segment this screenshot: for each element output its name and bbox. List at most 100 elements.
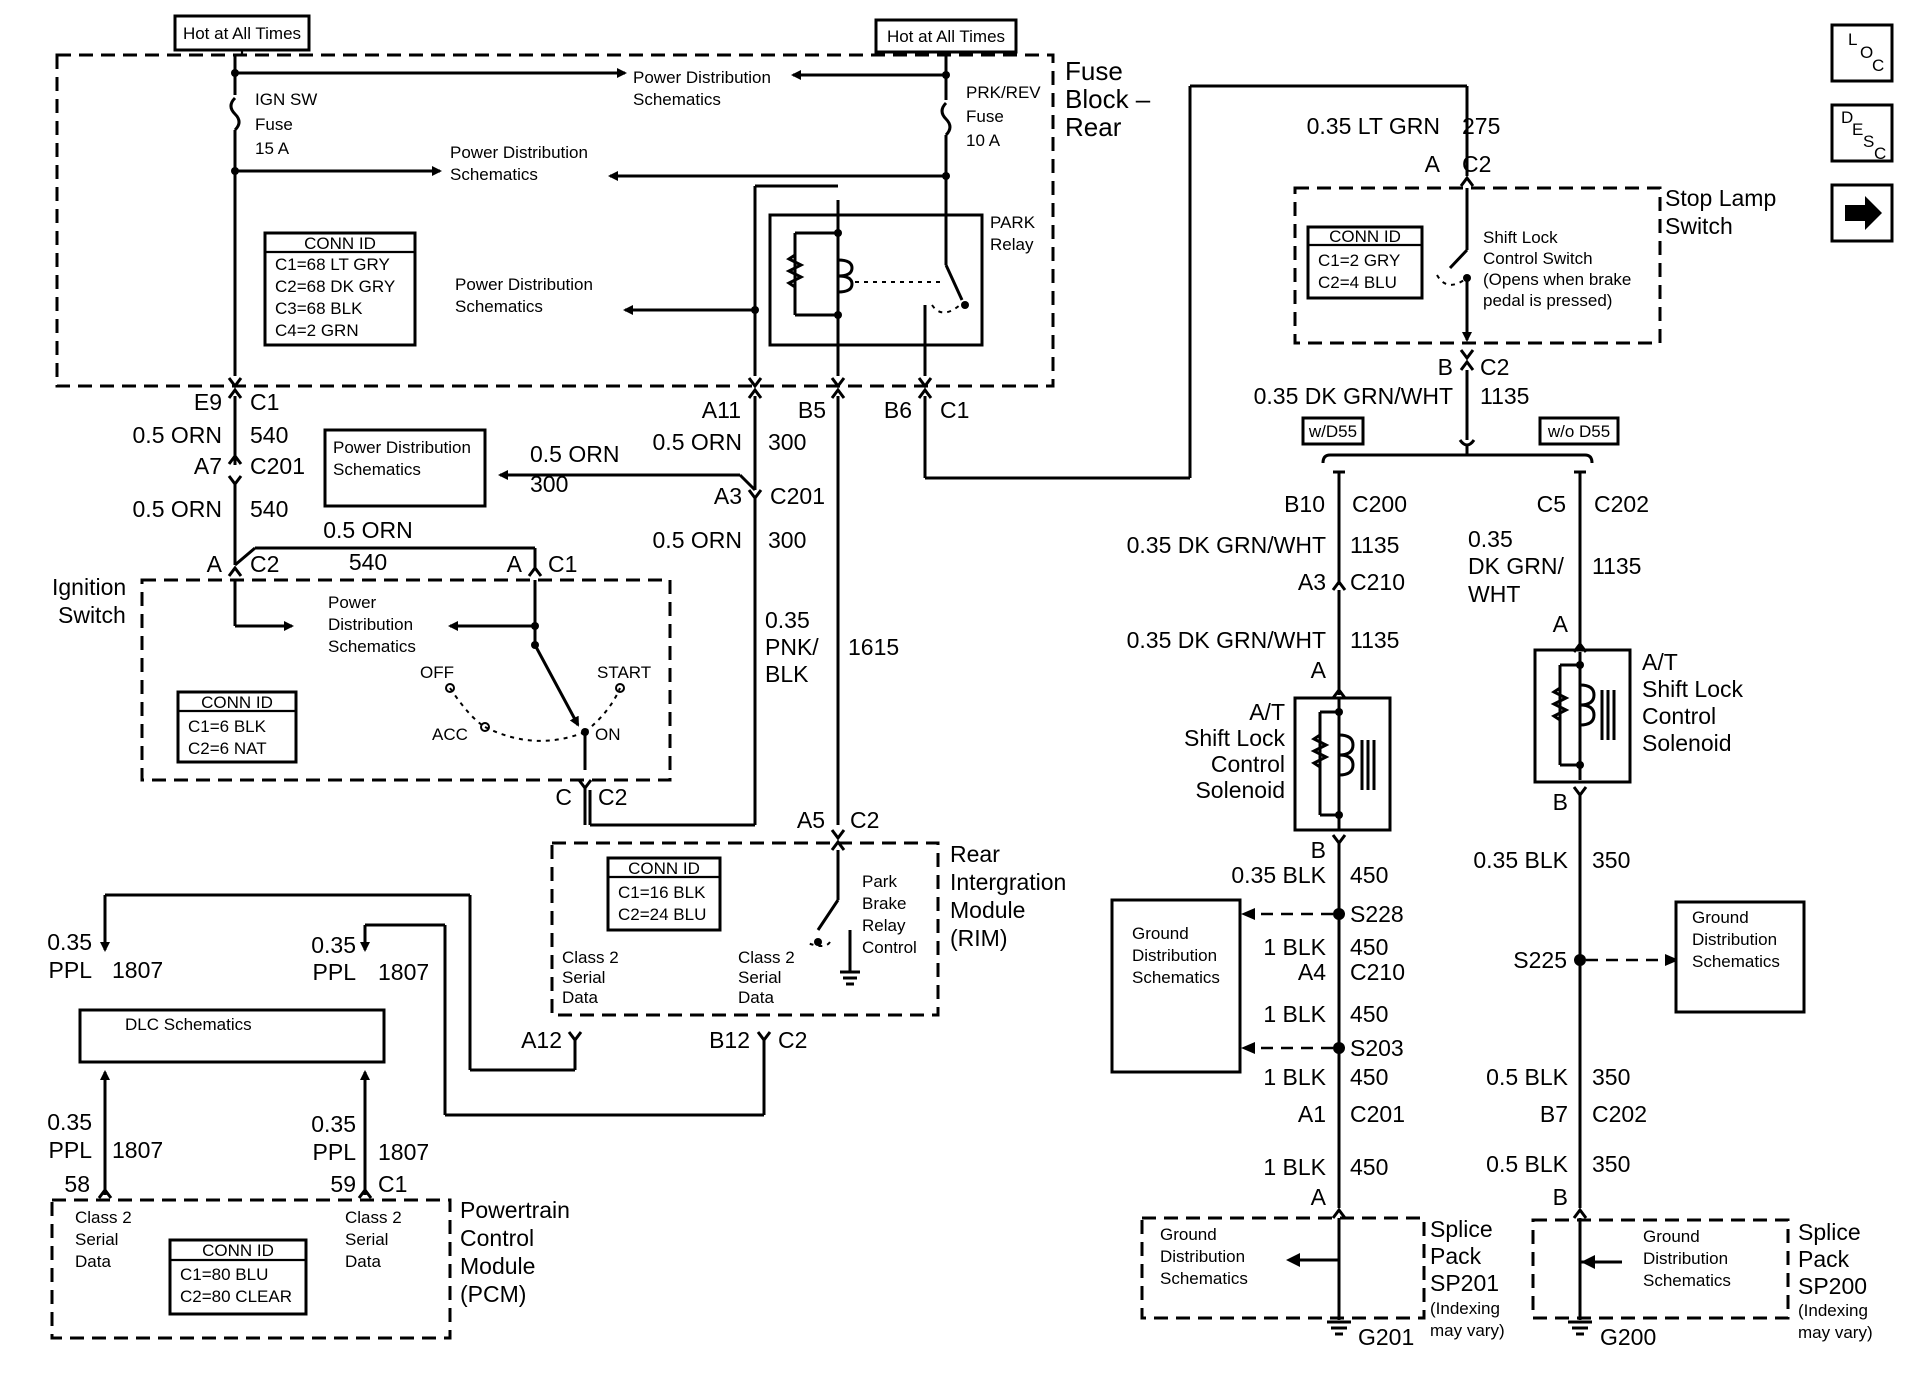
wire-label: 0.35 LT GRN — [1307, 113, 1440, 139]
class2-label: Data — [345, 1252, 381, 1271]
conn-id-row: C4=2 GRN — [275, 321, 359, 340]
switch-position-label: START — [597, 663, 651, 682]
power-distribution-ref: Schematics — [328, 637, 416, 656]
branch-w-d55: 0.35 DK GRN/WHT 1135 A3 C210 0.35 DK GRN… — [1110, 490, 1405, 1210]
right-arrow-icon — [1845, 196, 1882, 230]
splice-pack-note: (Indexing — [1798, 1301, 1868, 1320]
splice-label: S203 — [1350, 1035, 1404, 1061]
wire-label: 0.5 BLK — [1486, 1064, 1568, 1090]
fuse-block-title: Rear — [1065, 112, 1122, 142]
wire-label: 1 BLK — [1263, 1064, 1326, 1090]
wire-label: DK GRN/ — [1468, 553, 1564, 579]
wire-number: 540 — [349, 549, 387, 575]
conn-id-header: CONN ID — [628, 859, 700, 878]
connector-label: C2 — [850, 807, 879, 833]
conn-id-row: C2=6 NAT — [188, 739, 267, 758]
pin-label: A — [1311, 657, 1327, 683]
wire-label: 0.35 DK GRN/WHT — [1254, 383, 1453, 409]
ground-label: G201 — [1358, 1324, 1414, 1350]
conn-id-row: C1=80 BLU — [180, 1265, 268, 1284]
pin-label: B6 — [884, 397, 912, 423]
nav-desc-button[interactable]: D E S C — [1830, 103, 1894, 163]
power-distribution-ref: Schematics — [333, 460, 421, 479]
rim-title: Rear — [950, 841, 1000, 867]
wire-label: BLK — [765, 661, 809, 687]
wire-label: 0.5 ORN — [530, 441, 619, 467]
connector-label: C1 — [548, 551, 577, 577]
connector-label: C200 — [1352, 491, 1407, 517]
hot-at-all-times-label: Hot at All Times — [183, 24, 301, 43]
connector-c1: E9 C1 A11 B5 B6 C1 — [194, 377, 969, 423]
wire-number: 450 — [1350, 1001, 1388, 1027]
connector-label: C2 — [778, 1027, 807, 1053]
splice-pack-note: (Indexing — [1430, 1299, 1500, 1318]
conn-id-row: C2=4 BLU — [1318, 273, 1397, 292]
connector-label: C2 — [598, 784, 627, 810]
solenoid-title: Shift Lock — [1642, 676, 1743, 702]
pin-label: A3 — [714, 483, 742, 509]
class2-label: Class 2 — [75, 1208, 132, 1227]
wire-label: PPL — [49, 957, 93, 983]
wire-label: 1 BLK — [1263, 934, 1326, 960]
pin-label: B — [1311, 837, 1326, 863]
pin-label: B — [1553, 1184, 1568, 1210]
wire-number: 450 — [1350, 934, 1388, 960]
wire-label: PPL — [49, 1137, 93, 1163]
ignition-switch-title: Ignition — [52, 574, 126, 600]
rim-title: (RIM) — [950, 925, 1007, 951]
wire-label: 0.5 ORN — [653, 527, 742, 553]
wire-number: 540 — [250, 422, 288, 448]
splice-pack-sp200: Ground Distribution Schematics Splice Pa… — [1531, 1207, 1873, 1350]
wire-number: 540 — [250, 496, 288, 522]
solenoid-title: A/T — [1642, 649, 1678, 675]
splice-pack-note: may vary) — [1798, 1323, 1873, 1342]
wire-label: 0.5 ORN — [323, 517, 412, 543]
splice-pack-sp201: Ground Distribution Schematics Splice Pa… — [1140, 1207, 1505, 1350]
class2-label: Class 2 — [345, 1208, 402, 1227]
splice-pack-title: Pack — [1430, 1243, 1482, 1269]
solenoid-title: A/T — [1249, 699, 1285, 725]
pin-label: B5 — [798, 397, 826, 423]
solenoid-title: Solenoid — [1195, 777, 1285, 803]
shift-lock-switch-label: pedal is pressed) — [1483, 291, 1612, 310]
ground-distribution-ref: Ground — [1160, 1225, 1217, 1244]
wire-label: 0.35 — [47, 929, 92, 955]
wire-label: 0.5 BLK — [1486, 1151, 1568, 1177]
nav-next-button[interactable] — [1830, 183, 1894, 243]
wire-number: 350 — [1592, 1064, 1630, 1090]
conn-id-header: CONN ID — [304, 234, 376, 253]
connector-label: C210 — [1350, 569, 1405, 595]
rear-integration-module: Rear Intergration Module (RIM) CONN ID C… — [521, 841, 1066, 1053]
wire-1807: 0.35 PPL 1807 0.35 PPL 1807 DLC Schemati… — [47, 893, 766, 1199]
ignition-switch-title: Switch — [58, 602, 126, 628]
wire-label: 0.35 — [765, 607, 810, 633]
class2-label: Serial — [738, 968, 781, 987]
connector-label: C2 — [250, 551, 279, 577]
conn-id-row: C1=68 LT GRY — [275, 255, 390, 274]
prk-fuse-amps: 10 A — [966, 131, 1001, 150]
wire-number: 450 — [1350, 1154, 1388, 1180]
wire-number: 1807 — [378, 959, 429, 985]
ground-distribution-ref: Schematics — [1132, 968, 1220, 987]
pin-label: A1 — [1298, 1101, 1326, 1127]
class2-label: Data — [738, 988, 774, 1007]
conn-id-row: C2=68 DK GRY — [275, 277, 395, 296]
ground-distribution-ref: Ground — [1132, 924, 1189, 943]
conn-id-header: CONN ID — [201, 693, 273, 712]
wire-label: 1 BLK — [1263, 1154, 1326, 1180]
wire-label: 0.35 DK GRN/WHT — [1127, 532, 1326, 558]
wire-label: 0.35 — [311, 1111, 356, 1137]
splice-pack-title: SP200 — [1798, 1273, 1867, 1299]
nav-loc-button[interactable]: L O C — [1830, 23, 1894, 83]
wire-label: WHT — [1468, 581, 1520, 607]
conn-id-row: C2=80 CLEAR — [180, 1287, 292, 1306]
prk-fuse-label: PRK/REV — [966, 83, 1041, 102]
wire-label: 0.5 ORN — [133, 422, 222, 448]
wire-label: 0.35 — [1468, 526, 1513, 552]
park-brake-label: Park — [862, 872, 897, 891]
connector-label: C2 — [1462, 151, 1491, 177]
stop-lamp-title: Switch — [1665, 213, 1733, 239]
ground-distribution-ref: Distribution — [1132, 946, 1217, 965]
connector-label: C2 — [1480, 354, 1509, 380]
pin-label: B — [1553, 789, 1568, 815]
